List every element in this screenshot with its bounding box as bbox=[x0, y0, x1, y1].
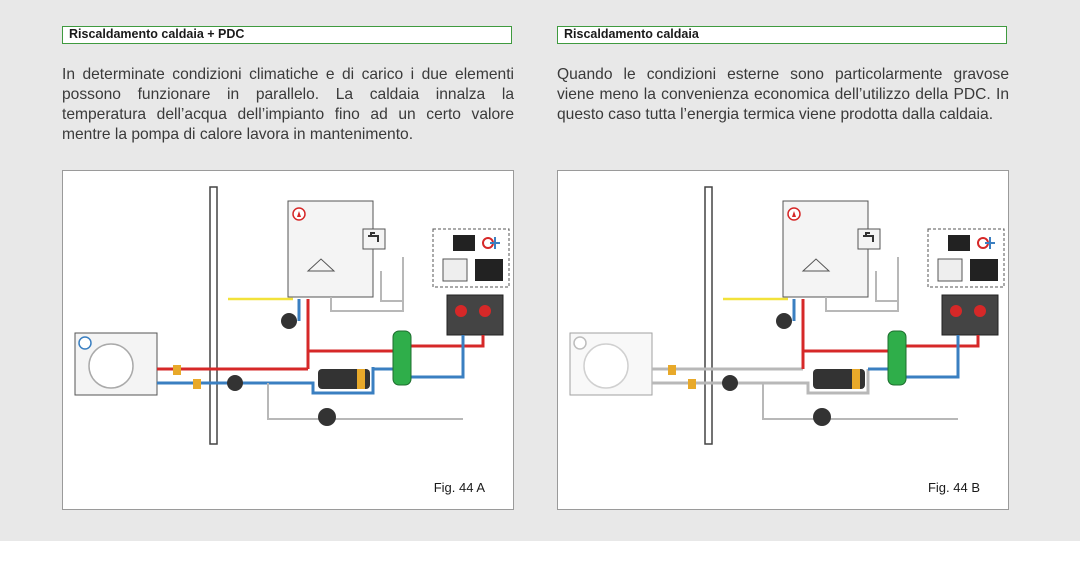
figure-44a: Fig. 44 A bbox=[62, 170, 514, 510]
heat-pump-icon bbox=[74, 332, 158, 396]
hot-pipe bbox=[801, 299, 980, 369]
figure-44b: Fig. 44 B bbox=[557, 170, 1009, 510]
valve-icon bbox=[173, 365, 201, 389]
tap-icon bbox=[362, 228, 386, 250]
inactive-pipe bbox=[652, 367, 870, 395]
wall bbox=[209, 186, 218, 445]
thermostat-icon bbox=[432, 228, 510, 288]
hot-pipe bbox=[157, 299, 310, 371]
manifold-icon bbox=[941, 294, 999, 336]
figure-caption: Fig. 44 B bbox=[927, 480, 980, 495]
boiler-icon bbox=[287, 200, 374, 298]
boiler-icon bbox=[782, 200, 869, 298]
wall bbox=[704, 186, 713, 445]
pump-icon bbox=[722, 313, 831, 426]
tap-icon bbox=[857, 228, 881, 250]
dhw-pipe bbox=[330, 257, 404, 312]
drain-pipe bbox=[762, 383, 958, 420]
section-paragraph: Quando le condizioni esterne sono partic… bbox=[557, 66, 1009, 123]
snow-sun-icon bbox=[482, 237, 500, 249]
manifold-icon bbox=[446, 294, 504, 336]
dhw-pipe bbox=[825, 257, 899, 312]
pump-icon bbox=[227, 313, 336, 426]
hydraulic-separator-icon bbox=[392, 330, 412, 386]
heating-schematic-diagram bbox=[74, 186, 510, 445]
valve-icon bbox=[668, 365, 696, 389]
snow-sun-icon bbox=[977, 237, 995, 249]
section-heading: Riscaldamento caldaia bbox=[557, 26, 1007, 44]
hydraulic-separator-icon bbox=[887, 330, 907, 386]
tank-icon bbox=[813, 369, 865, 389]
heating-schematic-diagram bbox=[569, 186, 1005, 445]
thermostat-icon bbox=[927, 228, 1005, 288]
page-background: Riscaldamento caldaia + PDC In determina… bbox=[0, 0, 1080, 541]
heat-pump-icon bbox=[569, 332, 653, 396]
drain-pipe bbox=[267, 383, 463, 420]
figure-caption: Fig. 44 A bbox=[433, 480, 485, 495]
cold-pipe bbox=[157, 335, 465, 395]
section-heading: Riscaldamento caldaia + PDC bbox=[62, 26, 512, 44]
section-paragraph: In determinate condizioni climatiche e d… bbox=[62, 66, 514, 143]
tank-icon bbox=[318, 369, 370, 389]
hot-pipe-2 bbox=[308, 335, 485, 353]
